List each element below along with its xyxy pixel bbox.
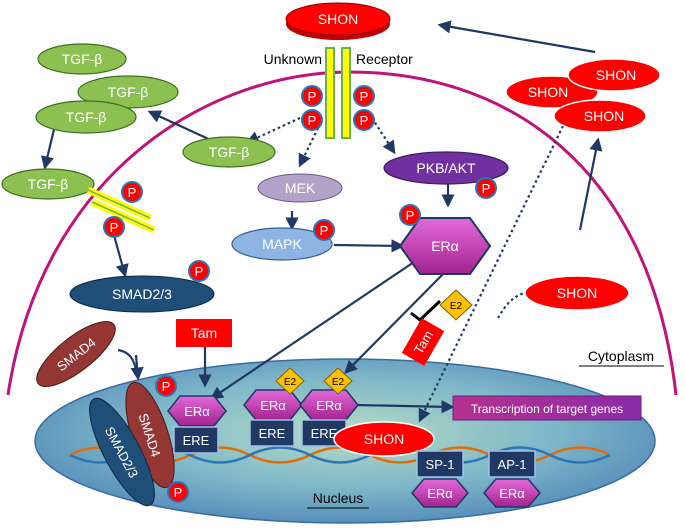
nuc-shon-label: SHON	[364, 431, 404, 447]
nuc-era-ap1: ERα	[483, 478, 541, 508]
phosphate-label: P	[308, 113, 317, 128]
ap1-box: AP-1	[488, 450, 536, 478]
nuc-era-2-label: ERα	[260, 398, 286, 413]
smad4-cyto: SMAD4	[36, 321, 116, 387]
nuc-e2-b-label: E2	[332, 377, 345, 388]
dotted-arrows	[245, 117, 564, 423]
phosphate-label: P	[360, 113, 369, 128]
nuc-e2-b: E2	[323, 367, 353, 395]
nuc-era-sp1-label: ERα	[427, 486, 453, 501]
nuc-smad4: SMAD4	[125, 381, 175, 489]
nuc-era-1: ERα	[167, 395, 227, 427]
tam-box-2: Tam	[401, 318, 445, 366]
phosphate-label: P	[320, 223, 329, 238]
receptor-label-unknown: Unknown	[264, 51, 322, 67]
shon-cluster-label-1: SHON	[528, 84, 568, 100]
nuc-ere-1-label: ERE	[183, 433, 210, 448]
phosphate-circle	[103, 216, 125, 238]
phosphate-label: P	[482, 181, 491, 196]
era-cyto: ERα	[398, 217, 492, 275]
nuc-era-3: ERα	[299, 389, 359, 421]
pkb-label: PKB/AKT	[416, 160, 476, 176]
shon-cluster: SHON SHON SHON	[505, 58, 661, 133]
cytoplasm-label: Cytoplasm	[588, 348, 654, 364]
smad23-cyto: SMAD2/3	[69, 275, 215, 313]
phosphate-label: P	[174, 485, 183, 500]
phosphate-circle	[167, 481, 189, 503]
nuc-era-1-label: ERα	[184, 404, 210, 419]
phosphate-circle	[399, 204, 421, 226]
shon-cyto-label: SHON	[557, 285, 597, 301]
tam-box-1: Tam	[176, 319, 232, 347]
mek-label: MEK	[285, 180, 316, 196]
phosphate-circle	[475, 177, 497, 199]
e2-side: E2	[439, 289, 473, 321]
sp1-box: SP-1	[416, 450, 464, 478]
tgf-label-1: TGF-β	[62, 51, 103, 67]
shon-cluster-label-2: SHON	[596, 67, 636, 83]
shon-top: SHON	[285, 2, 391, 40]
receptor	[325, 47, 351, 139]
nuc-era-ap1-label: ERα	[499, 486, 525, 501]
phosphate-label: P	[406, 208, 415, 223]
smad23-cyto-label: SMAD2/3	[112, 286, 172, 302]
mapk-label: MAPK	[262, 236, 302, 252]
phosphate-circle	[313, 219, 335, 241]
phosphate-label: P	[195, 264, 204, 279]
phosphate-label: P	[360, 89, 369, 104]
phosphate-label: P	[308, 89, 317, 104]
tgf-label-3: TGF-β	[66, 109, 107, 125]
phosphate-label: P	[110, 220, 119, 235]
tgf-label-4: TGF-β	[209, 144, 250, 160]
nuc-era-sp1: ERα	[411, 478, 469, 508]
tgf-beta-stack	[1, 43, 276, 200]
transcription-label: Transcription of target genes	[471, 402, 623, 416]
nuc-ere-3-label: ERE	[311, 426, 338, 441]
nuc-era-3-label: ERα	[316, 398, 342, 413]
nuc-e2-a-label: E2	[284, 377, 297, 388]
phosphate-circle	[121, 181, 143, 203]
tgf-label-2: TGF-β	[108, 84, 149, 100]
phosphate-circle	[155, 375, 177, 397]
phosphate-label: P	[128, 185, 137, 200]
tgf-receptor	[86, 186, 156, 234]
phosphate-label: P	[162, 379, 171, 394]
e2-side-label: E2	[450, 301, 463, 312]
transcription-box: Transcription of target genes	[452, 395, 642, 421]
phosphate-circle	[188, 260, 210, 282]
pkb-node: PKB/AKT	[383, 151, 509, 185]
shon-cluster-label-3: SHON	[584, 108, 624, 124]
era-cyto-label: ERα	[431, 238, 459, 254]
nuc-era-2: ERα	[243, 389, 303, 421]
phosphate-circle	[301, 85, 323, 107]
shon-cyto-single: SHON	[524, 275, 630, 311]
phosphate-circle	[353, 85, 375, 107]
ap1-label: AP-1	[498, 457, 527, 472]
nucleus-label: Nucleus	[313, 490, 364, 506]
tgf-label-5: TGF-β	[28, 176, 69, 192]
phosphate-circle	[301, 109, 323, 131]
shon-top-label: SHON	[318, 11, 358, 27]
nuc-ere-2-label: ERE	[259, 426, 286, 441]
phosphate-circle	[353, 109, 375, 131]
receptor-label-receptor: Receptor	[356, 51, 413, 67]
nuc-shon: SHON	[333, 421, 435, 457]
tam-label-1: Tam	[191, 325, 217, 341]
nuc-e2-a: E2	[275, 367, 305, 395]
nuc-ere-1: ERE	[173, 426, 219, 454]
nuc-ere-2: ERE	[249, 419, 295, 447]
sp1-label: SP-1	[426, 457, 455, 472]
mek-node: MEK	[257, 173, 343, 203]
mapk-node: MAPK	[231, 227, 333, 261]
